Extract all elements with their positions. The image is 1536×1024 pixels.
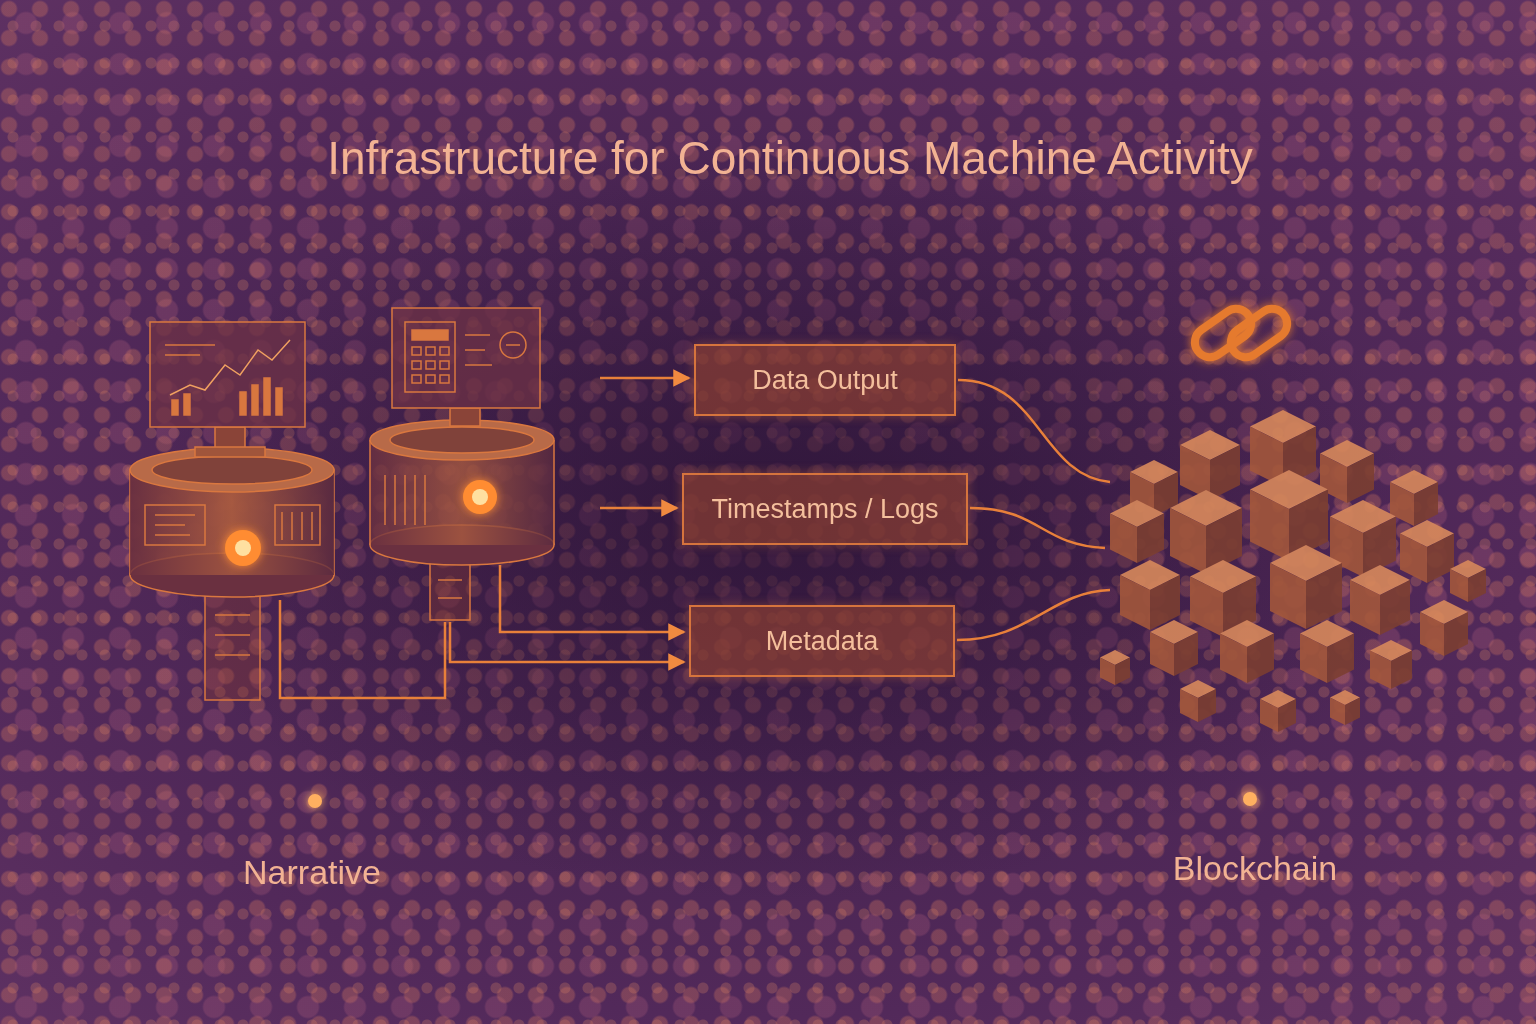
chain-link-icon: [1189, 303, 1293, 363]
machine-left: [130, 322, 334, 700]
glow-orb: [463, 480, 497, 514]
process-box: Timestamps / Logs: [682, 473, 968, 545]
glow-orb-core: [472, 489, 488, 505]
box-label: Timestamps / Logs: [711, 494, 938, 525]
glow-orb: [225, 530, 261, 566]
wires: [280, 378, 1110, 698]
process-box: Data Output: [694, 344, 956, 416]
title: Infrastructure for Continuous Machine Ac…: [327, 131, 1253, 185]
glow-orb-core: [235, 540, 251, 556]
timeline-dot: [1243, 792, 1257, 806]
block-cubes: [1100, 410, 1486, 732]
box-label: Metadata: [766, 626, 879, 657]
axis-label: Narrative: [243, 853, 381, 892]
process-box: Metadata: [689, 605, 955, 677]
axis-label: Blockchain: [1173, 849, 1337, 888]
box-label: Data Output: [752, 365, 898, 396]
machine-right: [370, 308, 554, 620]
timeline-dot: [308, 794, 322, 808]
